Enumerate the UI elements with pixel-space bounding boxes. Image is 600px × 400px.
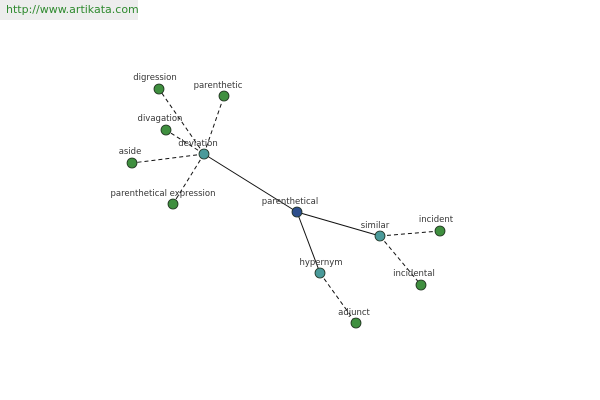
node-parenthetical[interactable] [291,206,303,218]
node-divagation[interactable] [160,124,172,136]
node-label-deviation[interactable]: deviation [178,139,218,149]
node-similar[interactable] [374,230,386,242]
labels-layer: parenthetical deviation similar hypernym dig… [111,73,454,318]
node-label-divagation[interactable]: divagation [138,114,183,124]
node-label-incidental[interactable]: incidental [393,269,435,279]
node-adjunct[interactable] [350,317,362,329]
nodes-layer [126,83,446,329]
node-hypernym[interactable] [314,267,326,279]
site-url-link[interactable]: http://www.artikata.com [0,0,139,20]
node-label-similar[interactable]: similar [361,221,390,231]
edge-deviation-to-parenthetic [203,95,225,155]
node-label-incident[interactable]: incident [419,215,454,225]
edge-deviation-to-divagation [165,129,205,155]
node-label-hypernym[interactable]: hypernym [299,258,342,268]
edge-deviation-to-aside [131,153,205,164]
node-label-aside[interactable]: aside [119,147,142,157]
edge-parenthetical-to-deviation [203,153,298,213]
node-parenthetical-expression[interactable] [167,198,179,210]
node-label-parenthetical-expression[interactable]: parenthetical expression [111,189,216,199]
node-label-parenthetical[interactable]: parenthetical [262,197,318,207]
edge-hypernym-to-adjunct [319,272,357,324]
edge-similar-to-incident [379,230,441,237]
node-parenthetic[interactable] [218,90,230,102]
node-label-parenthetic[interactable]: parenthetic [194,81,243,91]
node-label-digression[interactable]: digression [133,73,177,83]
node-incident[interactable] [434,225,446,237]
edge-deviation-to-digression [158,88,205,155]
node-deviation[interactable] [198,148,210,160]
edge-parenthetical-to-hypernym [296,211,321,274]
node-aside[interactable] [126,157,138,169]
node-label-adjunct[interactable]: adjunct [338,308,370,318]
node-incidental[interactable] [415,279,427,291]
node-digression[interactable] [153,83,165,95]
edges-layer [131,88,441,324]
edge-parenthetical-to-similar [296,211,381,237]
edge-deviation-to-parenthetical-expression [172,153,205,205]
edge-similar-to-incidental [379,235,422,286]
